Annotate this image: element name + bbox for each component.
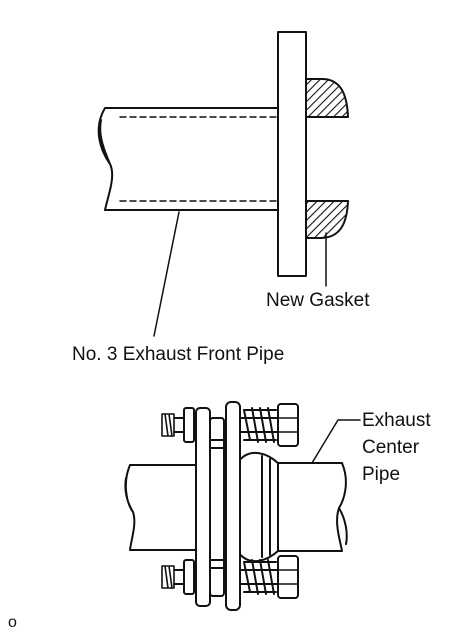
- upper-bolt-thread: [161, 413, 175, 437]
- front-pipe-leader-line: [153, 211, 180, 337]
- new-gasket-upper: [305, 78, 349, 118]
- front-pipe: [97, 107, 279, 211]
- center-pipe-label: Exhaust Center Pipe: [362, 407, 431, 488]
- joint-gasket-ring: [209, 439, 225, 569]
- left-flange-plate: [195, 407, 211, 607]
- left-pipe: [124, 464, 197, 551]
- new-gasket-label: New Gasket: [266, 290, 370, 311]
- lower-bolt-thread: [161, 565, 175, 589]
- joint-hub: [237, 451, 279, 563]
- lower-bolt-head: [277, 555, 299, 599]
- new-gasket-lower: [305, 200, 349, 239]
- center-pipe-joint-assembly: [124, 401, 361, 611]
- upper-spring: [243, 407, 277, 443]
- lower-bolt-nut: [183, 559, 195, 595]
- front-pipe-flange: [277, 31, 307, 277]
- front-pipe-hidden-bore: [119, 116, 279, 202]
- upper-bolt-head: [277, 403, 299, 447]
- front-pipe-assembly: [97, 31, 349, 337]
- front-pipe-label: No. 3 Exhaust Front Pipe: [72, 344, 285, 365]
- lower-spring: [243, 559, 277, 595]
- lower-bolt-head-facets: [277, 569, 299, 585]
- figure-code-label: o: [8, 614, 17, 631]
- center-pipe-leader-line: [311, 419, 361, 464]
- center-pipe-label-line-2: Center: [362, 437, 420, 458]
- exhaust-center-pipe: [277, 462, 348, 552]
- upper-bolt-nut: [183, 407, 195, 443]
- center-pipe-label-line-1: Exhaust: [362, 410, 431, 431]
- right-flange-plate: [225, 401, 241, 611]
- center-pipe-label-line-3: Pipe: [362, 464, 401, 485]
- flange-hidden-bore: [305, 116, 349, 202]
- joint-hub-ring: [261, 455, 271, 558]
- left-flange-plate-inner: [209, 417, 225, 597]
- upper-bolt-head-facets: [277, 417, 299, 433]
